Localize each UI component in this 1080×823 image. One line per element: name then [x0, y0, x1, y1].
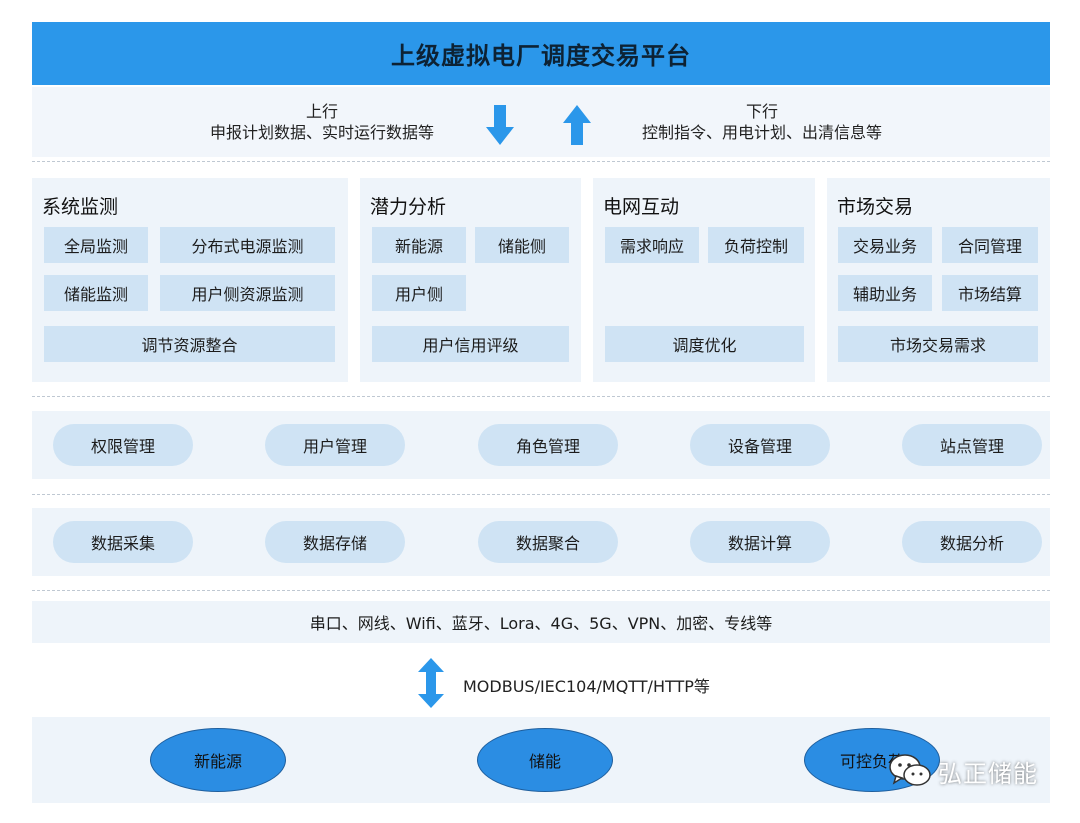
divider [32, 161, 1050, 162]
downstream-label: 下行 [745, 102, 778, 121]
divider [32, 396, 1050, 397]
arrow-up-icon [563, 105, 591, 145]
communication-band: 串口、网线、Wifi、蓝牙、Lora、4G、5G、VPN、加密、专线等 [32, 601, 1050, 643]
module-cell: 调度优化 [605, 326, 804, 362]
communication-text: 串口、网线、Wifi、蓝牙、Lora、4G、5G、VPN、加密、专线等 [309, 614, 773, 633]
data-pill: 数据分析 [902, 521, 1042, 563]
management-pill: 用户管理 [265, 424, 405, 466]
module-cell: 需求响应 [605, 227, 699, 263]
module-cell: 市场交易需求 [838, 326, 1038, 362]
protocol-text: MODBUS/IEC104/MQTT/HTTP等 [463, 677, 710, 696]
panel-title: 系统监测 [42, 196, 119, 218]
divider [32, 494, 1050, 495]
module-cell: 用户侧 [372, 275, 466, 311]
arrow-down-icon [486, 105, 514, 145]
downstream-detail: 控制指令、用电计划、出清信息等 [641, 123, 882, 142]
module-cell: 分布式电源监测 [160, 227, 335, 263]
watermark: 弘正储能 [888, 752, 1038, 790]
module-cell: 市场结算 [942, 275, 1038, 311]
resource-storage: 储能 [477, 728, 613, 792]
data-pill: 数据计算 [690, 521, 830, 563]
data-flow-band: 上行 申报计划数据、实时运行数据等 下行 控制指令、用电计划、出清信息等 [32, 87, 1050, 157]
upstream-detail: 申报计划数据、实时运行数据等 [209, 123, 434, 142]
module-cell: 用户侧资源监测 [160, 275, 335, 311]
module-cell: 储能侧 [475, 227, 569, 263]
module-cell: 储能监测 [44, 275, 148, 311]
data-pill: 数据采集 [53, 521, 193, 563]
module-cell: 辅助业务 [838, 275, 932, 311]
module-cell: 调节资源整合 [44, 326, 335, 362]
module-cell: 全局监测 [44, 227, 148, 263]
data-row: 数据采集 数据存储 数据聚合 数据计算 数据分析 [32, 508, 1050, 576]
module-cell: 交易业务 [838, 227, 932, 263]
management-pill: 权限管理 [53, 424, 193, 466]
management-pill: 站点管理 [902, 424, 1042, 466]
module-cell: 新能源 [372, 227, 466, 263]
data-pill: 数据存储 [265, 521, 405, 563]
panel-grid-interaction: 电网互动 需求响应 负荷控制 调度优化 [593, 178, 815, 382]
panel-title: 电网互动 [603, 196, 680, 218]
module-cell: 负荷控制 [708, 227, 804, 263]
module-cell: 用户信用评级 [372, 326, 569, 362]
platform-header: 上级虚拟电厂调度交易平台 [32, 22, 1050, 85]
panel-market-trading: 市场交易 交易业务 合同管理 辅助业务 市场结算 市场交易需求 [827, 178, 1050, 382]
double-arrow-icon [418, 658, 444, 708]
management-pill: 设备管理 [690, 424, 830, 466]
resource-new-energy: 新能源 [150, 728, 286, 792]
panel-system-monitoring: 系统监测 全局监测 分布式电源监测 储能监测 用户侧资源监测 调节资源整合 [32, 178, 348, 382]
module-cell: 合同管理 [942, 227, 1038, 263]
upstream-text: 上行 申报计划数据、实时运行数据等 [152, 101, 492, 143]
panel-title: 市场交易 [837, 196, 914, 218]
management-pill: 角色管理 [478, 424, 618, 466]
downstream-text: 下行 控制指令、用电计划、出清信息等 [592, 101, 932, 143]
panel-potential-analysis: 潜力分析 新能源 储能侧 用户侧 用户信用评级 [360, 178, 581, 382]
watermark-text: 弘正储能 [938, 759, 1038, 788]
divider [32, 590, 1050, 591]
panel-title: 潜力分析 [370, 196, 447, 218]
data-pill: 数据聚合 [478, 521, 618, 563]
upstream-label: 上行 [305, 102, 338, 121]
management-row: 权限管理 用户管理 角色管理 设备管理 站点管理 [32, 411, 1050, 479]
platform-title: 上级虚拟电厂调度交易平台 [391, 42, 691, 70]
wechat-icon [889, 754, 931, 786]
